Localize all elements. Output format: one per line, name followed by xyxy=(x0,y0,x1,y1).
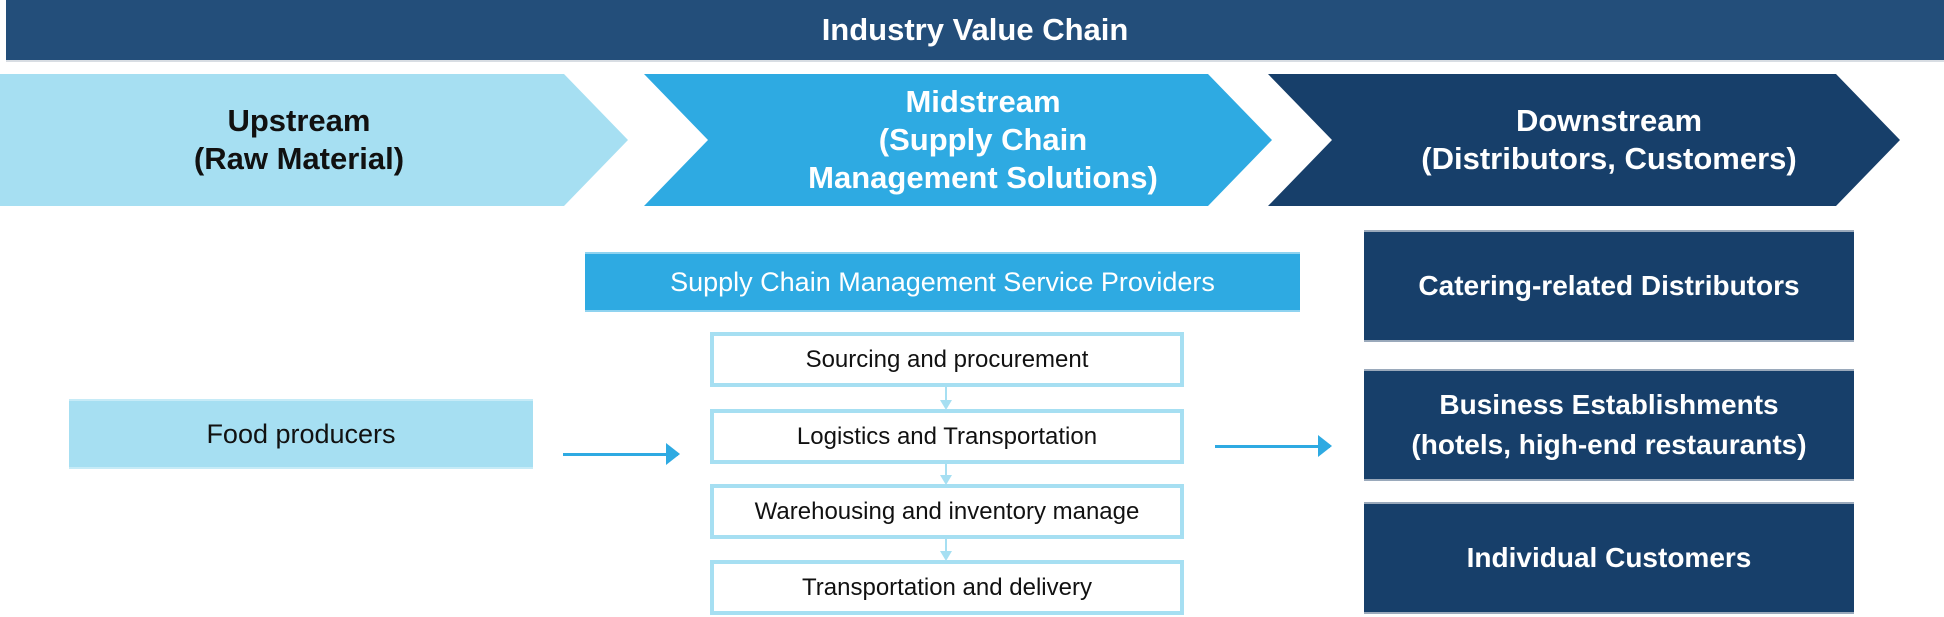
upstream-chevron: Upstream (Raw Material) xyxy=(0,74,628,206)
food-producers-box: Food producers xyxy=(69,399,533,469)
step-logistics: Logistics and Transportation xyxy=(710,409,1184,464)
arrow-down-icon xyxy=(940,551,952,561)
connector-line xyxy=(945,464,947,476)
arrow-down-icon xyxy=(940,400,952,410)
connector-line xyxy=(945,387,947,401)
individual-customers-label: Individual Customers xyxy=(1466,542,1752,573)
step-sourcing: Sourcing and procurement xyxy=(710,332,1184,387)
scm-providers-header: Supply Chain Management Service Provider… xyxy=(585,252,1300,312)
upstream-sublabel: (Raw Material) xyxy=(193,141,405,176)
individual-customers-box: Individual Customers xyxy=(1364,502,1854,614)
step-delivery: Transportation and delivery xyxy=(710,560,1184,615)
arrow-down-icon xyxy=(940,475,952,485)
catering-distributors-box: Catering-related Distributors xyxy=(1364,230,1854,342)
business-establishments-sublabel: (hotels, high-end restaurants) xyxy=(1411,429,1807,460)
business-establishments-label: Business Establishments xyxy=(1439,389,1779,420)
downstream-sublabel: (Distributors, Customers) xyxy=(1421,141,1797,176)
midstream-sublabel-2: Management Solutions) xyxy=(808,160,1158,195)
business-establishments-box: Business Establishments (hotels, high-en… xyxy=(1364,369,1854,481)
downstream-label: Downstream xyxy=(1515,103,1703,138)
connector-line xyxy=(945,539,947,552)
arrow-right-icon xyxy=(563,443,680,465)
step-warehousing: Warehousing and inventory manage xyxy=(710,484,1184,539)
midstream-sublabel-1: (Supply Chain xyxy=(878,122,1088,157)
midstream-label: Midstream xyxy=(905,84,1061,119)
upstream-label: Upstream xyxy=(227,103,371,138)
midstream-chevron: Midstream (Supply Chain Management Solut… xyxy=(644,74,1272,206)
diagram-title: Industry Value Chain xyxy=(6,0,1944,62)
arrow-right-icon xyxy=(1215,435,1332,457)
downstream-chevron: Downstream (Distributors, Customers) xyxy=(1268,74,1900,206)
catering-distributors-label: Catering-related Distributors xyxy=(1418,270,1800,301)
